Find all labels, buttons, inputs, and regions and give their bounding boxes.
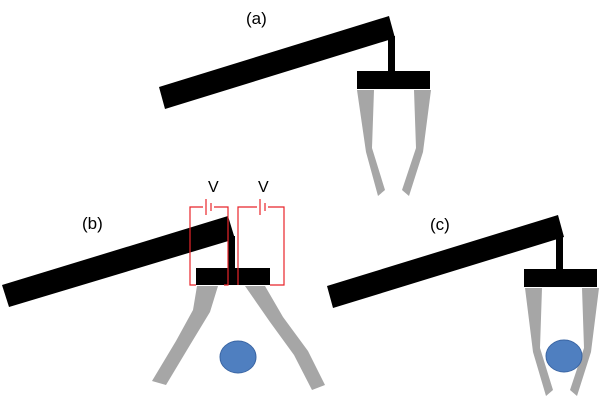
voltage-label-right: V xyxy=(258,179,269,196)
gripper-finger-left-a xyxy=(357,90,385,196)
panel-b: (b) V V xyxy=(2,179,325,390)
robot-arm-a xyxy=(159,16,395,109)
grasped-object-b xyxy=(219,340,257,374)
arm-connector-c xyxy=(556,234,563,270)
arm-connector-a xyxy=(388,36,395,72)
arm-connector-b xyxy=(228,236,235,270)
gripper-base-a xyxy=(357,71,430,89)
left-circuit-wire-return xyxy=(214,206,229,286)
panel-a: (a) xyxy=(159,9,431,196)
left-circuit-wire xyxy=(189,206,203,286)
panel-c: (c) xyxy=(327,215,599,396)
panel-b-label: (b) xyxy=(82,214,103,233)
gripper-finger-right-b xyxy=(245,286,325,390)
gripper-base-c xyxy=(524,269,597,287)
gripper-finger-left-b xyxy=(152,286,218,385)
robot-arm-c xyxy=(327,215,564,308)
voltage-label-left: V xyxy=(208,179,219,196)
robot-arm-b xyxy=(2,216,235,307)
right-circuit-wire xyxy=(237,206,257,285)
panel-a-label: (a) xyxy=(246,9,267,28)
gripper-finger-left-c xyxy=(525,288,553,396)
grasped-object-c xyxy=(545,339,583,373)
right-circuit-wire-return xyxy=(268,206,285,286)
gripper-base-b xyxy=(196,268,270,285)
voltage-circuit xyxy=(189,199,285,286)
panel-c-label: (c) xyxy=(430,215,450,234)
gripper-finger-right-c xyxy=(570,288,599,396)
gripper-finger-right-a xyxy=(402,90,431,196)
